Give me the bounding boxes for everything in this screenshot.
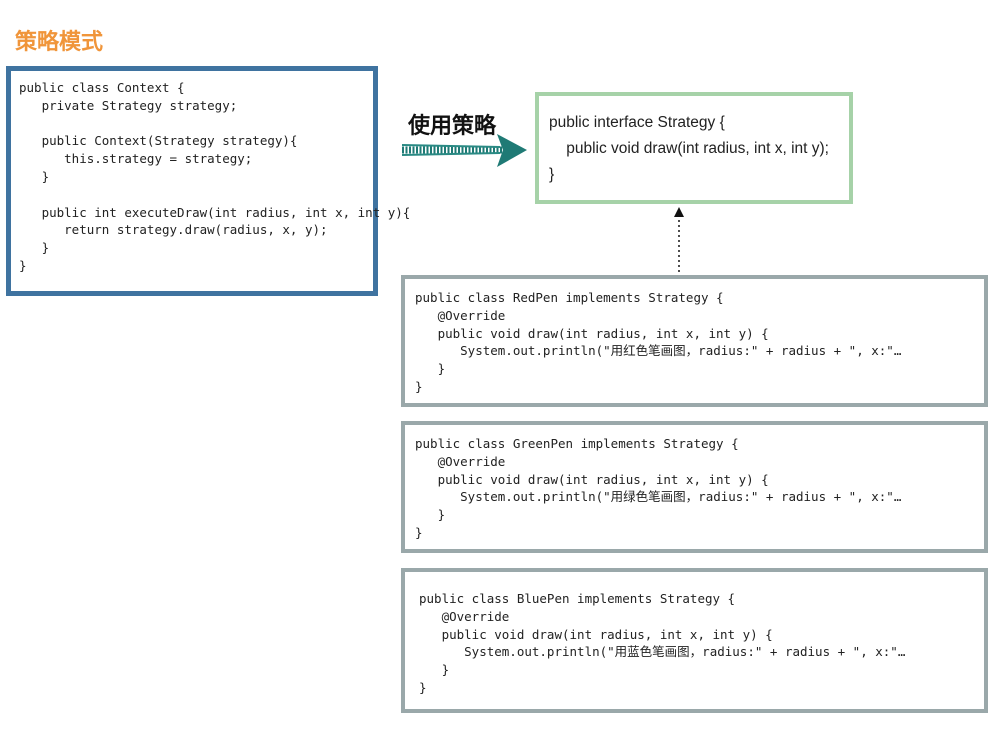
code-line: } [415,378,423,394]
use-strategy-arrow [401,134,527,167]
code-line: private Strategy strategy; [19,97,238,113]
code-line: } [419,679,427,695]
context-class-box: public class Context { private Strategy … [6,66,410,296]
use-strategy-label: 使用策略 [408,114,497,139]
implements-arrow-head [674,207,684,217]
code-line: public void draw(int radius, int x, int … [549,140,829,157]
bluepen-class-box: public class BluePen implements Strategy… [401,568,988,713]
redpen-class-box: public class RedPen implements Strategy … [401,275,988,407]
arrow-shaft-stroke [401,152,501,156]
bluepen-code: public class BluePen implements Strategy… [419,590,984,697]
code-line: @Override [415,453,506,469]
code-line: } [415,524,423,540]
code-line: public class RedPen implements Strategy … [415,290,724,305]
code-line: public void draw(int radius, int x, int … [419,626,773,642]
code-line: public interface Strategy { [549,114,725,131]
code-line: public void draw(int radius, int x, int … [415,325,769,341]
code-line: } [19,240,50,256]
code-line: public class GreenPen implements Strateg… [415,436,739,451]
arrow-head [497,134,527,167]
implements-arrow [674,207,684,272]
code-line: @Override [415,307,506,323]
code-line: public class Context { [19,80,185,95]
redpen-code: public class RedPen implements Strategy … [415,289,984,396]
code-line: System.out.println("用蓝色笔画图，radius:" + ra… [419,644,906,660]
code-line: System.out.println("用绿色笔画图，radius:" + ra… [415,489,902,505]
code-line: } [419,662,450,678]
code-line: } [549,166,555,183]
code-line: public class BluePen implements Strategy… [419,591,736,606]
code-line: this.strategy = strategy; [19,151,253,167]
greenpen-class-box: public class GreenPen implements Strateg… [401,421,988,553]
code-line: } [19,257,27,273]
code-line: public Context(Strategy strategy){ [19,133,298,149]
code-line: } [415,361,446,377]
arrow-shaft-stroke [401,144,501,148]
strategy-interface-box: public interface Strategy { public void … [535,92,853,204]
interface-code: public interface Strategy { public void … [549,110,849,188]
diagram-title: 策略模式 [15,30,104,55]
code-line: System.out.println("用红色笔画图，radius:" + ra… [415,343,902,359]
code-line: } [19,168,50,184]
code-line: return strategy.draw(radius, x, y); [19,222,328,238]
code-line: public void draw(int radius, int x, int … [415,471,769,487]
code-line: @Override [419,608,510,624]
code-line: } [415,507,446,523]
greenpen-code: public class GreenPen implements Strateg… [415,435,984,542]
